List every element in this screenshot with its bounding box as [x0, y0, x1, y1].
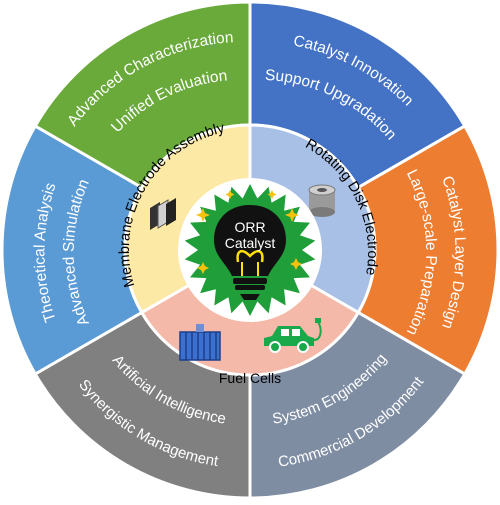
membrane-stack-icon [150, 198, 176, 230]
fuel-cell-stack-icon [179, 324, 221, 361]
rotating-disk-icon [308, 184, 336, 217]
sparkles [196, 190, 302, 274]
electric-car-icon [264, 318, 322, 353]
center-title-line2: Catalyst [225, 235, 276, 251]
label-fuel-cells: Fuel Cells [219, 370, 281, 386]
center-title-line1: ORR [234, 219, 265, 235]
lightbulb-icon [214, 205, 286, 300]
